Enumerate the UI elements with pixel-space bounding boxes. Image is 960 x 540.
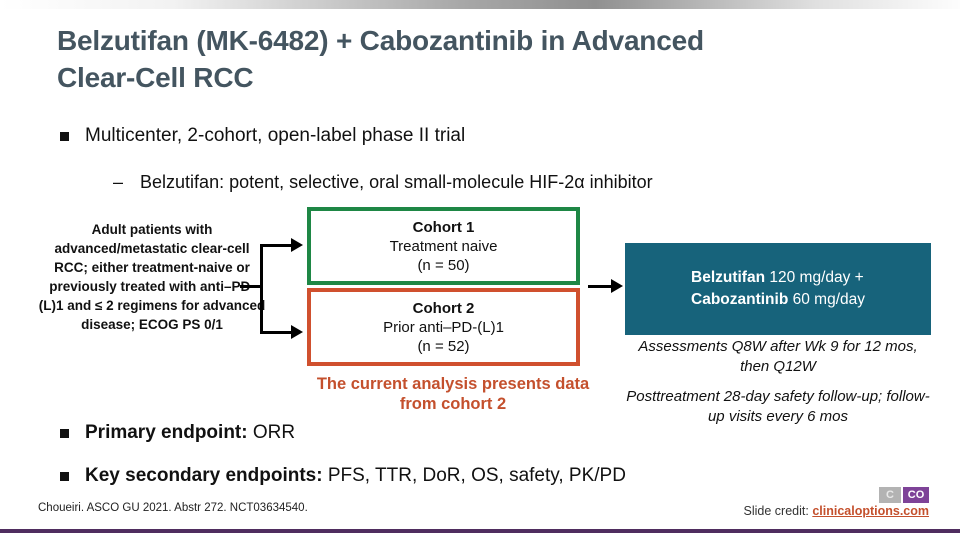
sub-bullet-belzutifan: – Belzutifan: potent, selective, oral sm… (113, 172, 653, 193)
top-gradient-bar (0, 0, 960, 9)
cohort2-title: Cohort 2 (412, 299, 475, 317)
primary-endpoint-value: ORR (247, 422, 296, 443)
cohort1-title: Cohort 1 (412, 218, 475, 236)
cohort1-subtitle: Treatment naive (389, 237, 498, 255)
dash-marker: – (113, 172, 124, 192)
page-title-line2: Clear-Cell RCC (57, 62, 254, 93)
bullet-square-icon (60, 472, 69, 481)
page-title: Belzutifan (MK-6482) + Cabozantinib in A… (57, 22, 857, 96)
drug1-name: Belzutifan (691, 269, 766, 286)
cohort2-subtitle: Prior anti–PD-(L)1 (383, 318, 504, 336)
treatment-line2: Cabozantinib 60 mg/day (691, 289, 865, 311)
bullet-primary-endpoint: Primary endpoint: ORR (60, 422, 295, 444)
bullet-secondary-endpoints: Key secondary endpoints: PFS, TTR, DoR, … (60, 465, 626, 487)
clinicaloptions-link[interactable]: clinicaloptions.com (812, 504, 929, 518)
secondary-endpoints-label: Key secondary endpoints: (85, 465, 323, 486)
bullet-trial-design: Multicenter, 2-cohort, open-label phase … (60, 125, 465, 147)
arrow-head-treatment-icon (611, 279, 623, 293)
arrow-head-bottom-icon (291, 325, 303, 339)
primary-endpoint-label: Primary endpoint: (85, 422, 248, 443)
connector-vertical-line (260, 244, 263, 334)
bullet-square-icon (60, 429, 69, 438)
arrow-head-top-icon (291, 238, 303, 252)
drug2-dose: 60 mg/day (788, 291, 865, 308)
patient-population-text: Adult patients with advanced/metastatic … (38, 222, 266, 332)
cohort1-n: (n = 50) (417, 256, 470, 274)
treatment-text: Belzutifan 120 mg/day + Cabozantinib 60 … (691, 267, 865, 311)
cco-logo-right-icon: CO (903, 487, 929, 503)
citation-text: Choueiri. ASCO GU 2021. Abstr 272. NCT03… (38, 502, 308, 514)
followup-note: Posttreatment 28-day safety follow-up; f… (626, 388, 930, 425)
cco-logo: C CO (879, 487, 929, 503)
drug2-name: Cabozantinib (691, 291, 789, 308)
cohort1-box: Cohort 1 Treatment naive (n = 50) (307, 207, 580, 285)
connector-top-line (260, 244, 292, 247)
cohort2-box: Cohort 2 Prior anti–PD-(L)1 (n = 52) (307, 288, 580, 366)
secondary-endpoints-value: PFS, TTR, DoR, OS, safety, PK/PD (322, 465, 626, 486)
sub-bullet-belzutifan-text: Belzutifan: potent, selective, oral smal… (140, 172, 653, 192)
connector-bottom-line (260, 331, 292, 334)
arrow-to-treatment-line (588, 285, 612, 288)
slide-credit-label: Slide credit: (743, 504, 813, 518)
cohort2-n: (n = 52) (417, 337, 470, 355)
secondary-endpoints-text: Key secondary endpoints: PFS, TTR, DoR, … (85, 465, 626, 487)
page-title-line1: Belzutifan (MK-6482) + Cabozantinib in A… (57, 25, 704, 56)
bullet-trial-design-text: Multicenter, 2-cohort, open-label phase … (85, 125, 466, 146)
connector-stub-line (240, 285, 262, 288)
treatment-line1: Belzutifan 120 mg/day + (691, 267, 865, 289)
slide-credit: Slide credit: clinicaloptions.com (744, 504, 929, 518)
assessment-note: Assessments Q8W after Wk 9 for 12 mos, t… (638, 338, 918, 375)
bottom-divider-line (0, 529, 960, 533)
bullet-square-icon (60, 132, 69, 141)
current-analysis-note: The current analysis presents data from … (316, 375, 590, 413)
cco-logo-left-icon: C (879, 487, 901, 503)
treatment-box: Belzutifan 120 mg/day + Cabozantinib 60 … (625, 243, 931, 335)
drug1-dose: 120 mg/day + (765, 269, 864, 286)
primary-endpoint-text: Primary endpoint: ORR (85, 422, 295, 444)
